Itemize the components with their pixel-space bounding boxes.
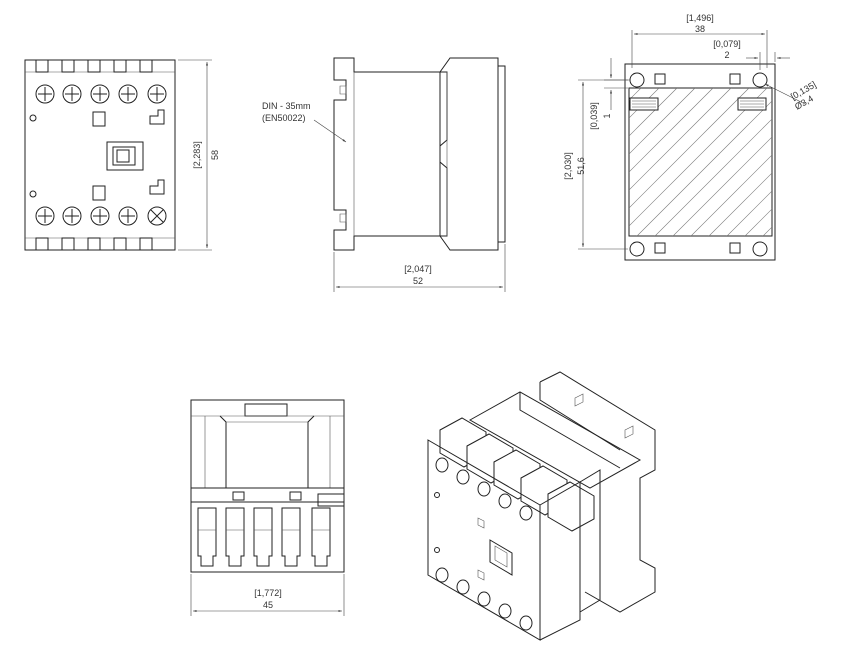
front-height-mm: 58: [210, 150, 220, 160]
terminal-screw-icon: [498, 493, 512, 509]
mount-height-inch: [2,030]: [563, 152, 573, 180]
bottom-width-mm: 45: [263, 600, 273, 610]
terminal-screw-icon: [435, 567, 449, 583]
mount-offset-inch: [0,079]: [713, 39, 741, 49]
terminal-screw-icon: [498, 603, 512, 619]
iso-bottom-terminals: [435, 567, 533, 631]
front-height-inch: [2,283]: [192, 141, 202, 169]
terminal-screw-icon: [147, 84, 167, 104]
terminal-screw-icon: [519, 505, 533, 521]
bottom-width-inch: [1,772]: [254, 588, 282, 598]
iso-back-rail: [539, 371, 656, 613]
side-width-mm: 52: [413, 276, 423, 286]
mounting-hole-icon: [629, 72, 645, 88]
terminal-screw-icon: [456, 579, 470, 595]
mount-width-inch: [1,496]: [686, 13, 714, 23]
terminal-screw-icon: [519, 615, 533, 631]
terminal-screw-icon: [147, 206, 167, 226]
din-rail-label: DIN - 35mm: [262, 101, 311, 111]
mount-top-mm: 1: [602, 113, 612, 118]
hatched-area: [628, 87, 773, 237]
bottom-view: [1,772] 45: [190, 399, 345, 616]
terminal-screw-icon: [477, 481, 491, 497]
terminal-screw-icon: [62, 84, 82, 104]
bottom-outline: [190, 399, 345, 573]
mounting-hole-icon: [752, 241, 768, 257]
terminal-screw-icon: [90, 206, 110, 226]
iso-indicator-window: [489, 539, 513, 576]
side-width-inch: [2,047]: [404, 264, 432, 274]
indicator-window: [106, 141, 144, 171]
isometric-view: [427, 371, 656, 641]
front-bottom-terminals: [35, 206, 167, 226]
mounting-hole-icon: [752, 72, 768, 88]
front-view: [2,283] 58: [24, 59, 220, 251]
mount-offset-mm: 2: [724, 50, 729, 60]
terminal-screw-icon: [435, 457, 449, 473]
terminal-screw-icon: [456, 469, 470, 485]
terminal-screw-icon: [118, 206, 138, 226]
terminal-screw-icon: [35, 206, 55, 226]
din-rail-standard: (EN50022): [262, 113, 306, 123]
mount-width-mm: 38: [695, 24, 705, 34]
din-rail-clip: [333, 57, 441, 251]
terminal-screw-icon: [118, 84, 138, 104]
side-view: DIN - 35mm (EN50022) [2,047] 52: [262, 57, 506, 292]
mount-top-inch: [0,039]: [589, 102, 599, 130]
front-top-terminals: [35, 84, 167, 104]
iso-top-face: [468, 391, 642, 489]
front-top-tabs: [35, 59, 153, 73]
iso-terminal-covers: [439, 417, 595, 532]
mount-height-mm: 51,6: [576, 157, 586, 175]
terminal-screw-icon: [62, 206, 82, 226]
terminal-screw-icon: [90, 84, 110, 104]
hatch-pattern: [629, 88, 772, 236]
bottom-terminal-slots: [197, 507, 331, 567]
mounting-outline: [624, 63, 776, 261]
mounting-view: [1,496] 38 [0,079] 2 [0,135] Ø3,4 [0,039…: [563, 13, 818, 261]
iso-top-terminals: [435, 457, 533, 521]
terminal-screw-icon: [35, 84, 55, 104]
terminal-screw-icon: [477, 591, 491, 607]
side-body: [439, 57, 499, 251]
mounting-hole-icon: [629, 241, 645, 257]
front-bottom-tabs: [35, 237, 153, 251]
